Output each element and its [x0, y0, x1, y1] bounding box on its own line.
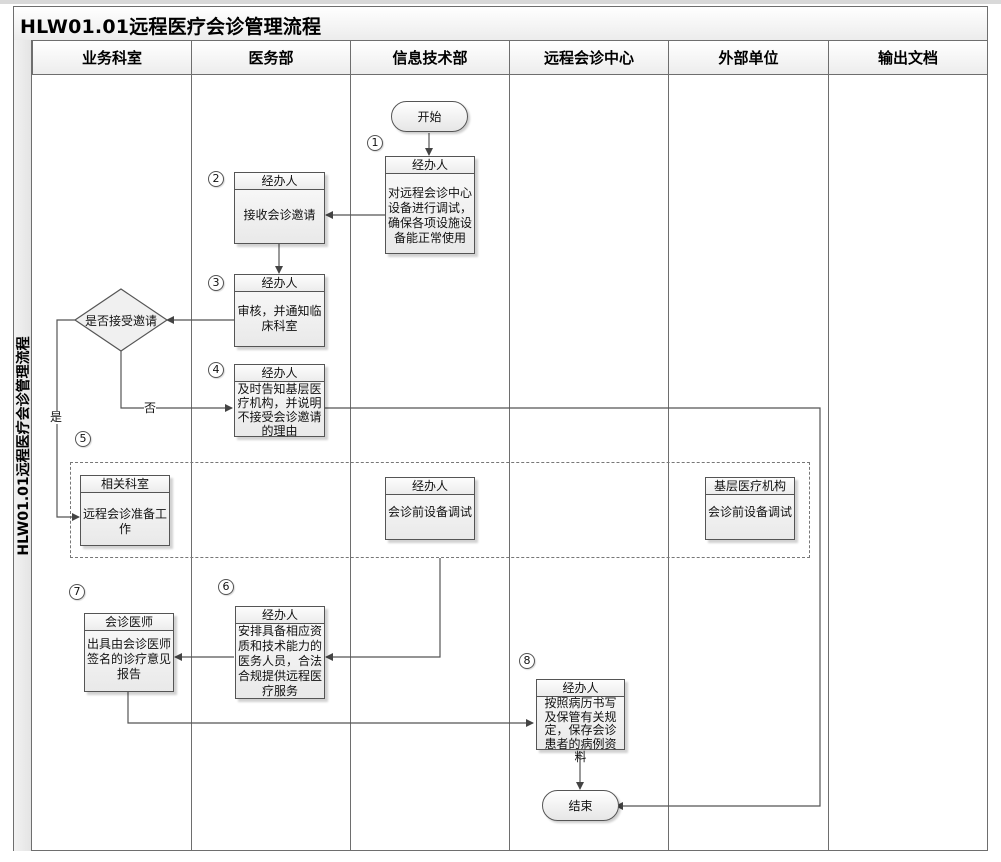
step-number-4: 4: [208, 362, 224, 378]
end-terminal: 结束: [542, 790, 619, 821]
step-3-text: 审核，并通知临床科室: [237, 304, 322, 333]
pool-side-label: HLW01.01远程医疗会诊管理流程: [13, 40, 32, 851]
start-label: 开始: [417, 110, 442, 124]
end-label: 结束: [568, 799, 593, 813]
group5-external-box: 基层医疗机构 会诊前设备调试: [705, 477, 795, 540]
lane-external: [669, 75, 829, 851]
decision-node: 是否接受邀请: [75, 289, 167, 351]
step-8-box: 经办人 按照病历书写及保管有关规定，保存会诊患者的病例资料: [536, 679, 625, 764]
step-number-8: 8: [519, 653, 535, 669]
step-2-text: 接收会诊邀请: [243, 208, 316, 222]
step-4-text: 及时告知基层医疗机构，并说明不接受会诊邀请的理由: [237, 382, 322, 438]
group5-it-box: 经办人 会诊前设备调试: [385, 477, 475, 540]
step-4-box: 经办人 及时告知基层医疗机构，并说明不接受会诊邀请的理由: [234, 364, 325, 438]
step-8-text: 按照病历书写及保管有关规定，保存会诊患者的病例资料: [544, 696, 617, 764]
decision-yes-label: 是: [50, 410, 63, 424]
step-6-box: 经办人 安排具备相应资质和技术能力的医务人员，合法合规提供远程医疗服务: [235, 606, 325, 699]
group5-box2-role: 经办人: [386, 478, 474, 495]
pool-side-label-text: HLW01.01远程医疗会诊管理流程: [15, 335, 32, 556]
step-7-role: 会诊医师: [85, 614, 173, 631]
decision-no-label: 否: [144, 401, 157, 415]
group5-box3-text: 会诊前设备调试: [708, 505, 793, 519]
step-number-7: 7: [69, 584, 85, 600]
group5-box1-text: 远程会诊准备工作: [83, 507, 168, 536]
lane-header-output-docs: 输出文档: [829, 40, 988, 75]
step-6-role: 经办人: [236, 607, 324, 624]
start-terminal: 开始: [391, 101, 468, 132]
step-2-role: 经办人: [235, 173, 324, 190]
step-number-3: 3: [208, 275, 224, 291]
step-4-role: 经办人: [235, 365, 324, 382]
step-7-text: 出具由会诊医师签名的诊疗意见报告: [87, 637, 172, 681]
decision-text: 是否接受邀请: [84, 313, 157, 328]
step-1-box: 经办人 对远程会诊中心设备进行调试，确保各项设施设备能正常使用: [385, 156, 475, 254]
group5-related-dept-box: 相关科室 远程会诊准备工作: [80, 475, 170, 546]
diagram-title: HLW01.01远程医疗会诊管理流程: [20, 16, 322, 38]
step-1-role: 经办人: [386, 157, 474, 174]
lane-header-external: 外部单位: [669, 40, 829, 75]
lane-business-dept: [32, 75, 192, 851]
step-number-5: 5: [75, 431, 91, 447]
step-2-box: 经办人 接收会诊邀请: [234, 172, 325, 244]
step-6-text: 安排具备相应资质和技术能力的医务人员，合法合规提供远程医疗服务: [238, 624, 323, 698]
group5-box1-role: 相关科室: [81, 476, 169, 493]
step-8-role: 经办人: [537, 680, 624, 697]
step-7-box: 会诊医师 出具由会诊医师签名的诊疗意见报告: [84, 613, 174, 692]
title-bar: HLW01.01远程医疗会诊管理流程: [13, 6, 988, 41]
lane-header-business-dept: 业务科室: [32, 40, 192, 75]
lane-header-it-dept: 信息技术部: [351, 40, 510, 75]
step-number-2: 2: [208, 171, 224, 187]
step-1-text: 对远程会诊中心设备进行调试，确保各项设施设备能正常使用: [388, 186, 473, 245]
top-border: [0, 0, 1001, 4]
group5-box3-role: 基层医疗机构: [706, 478, 794, 495]
lane-header-medical-affairs: 医务部: [192, 40, 351, 75]
lane-header-remote-center: 远程会诊中心: [510, 40, 669, 75]
step-number-1: 1: [367, 135, 383, 151]
step-3-box: 经办人 审核，并通知临床科室: [234, 274, 325, 347]
step-number-6: 6: [218, 579, 234, 595]
group5-box2-text: 会诊前设备调试: [388, 505, 473, 519]
step-3-role: 经办人: [235, 275, 324, 292]
